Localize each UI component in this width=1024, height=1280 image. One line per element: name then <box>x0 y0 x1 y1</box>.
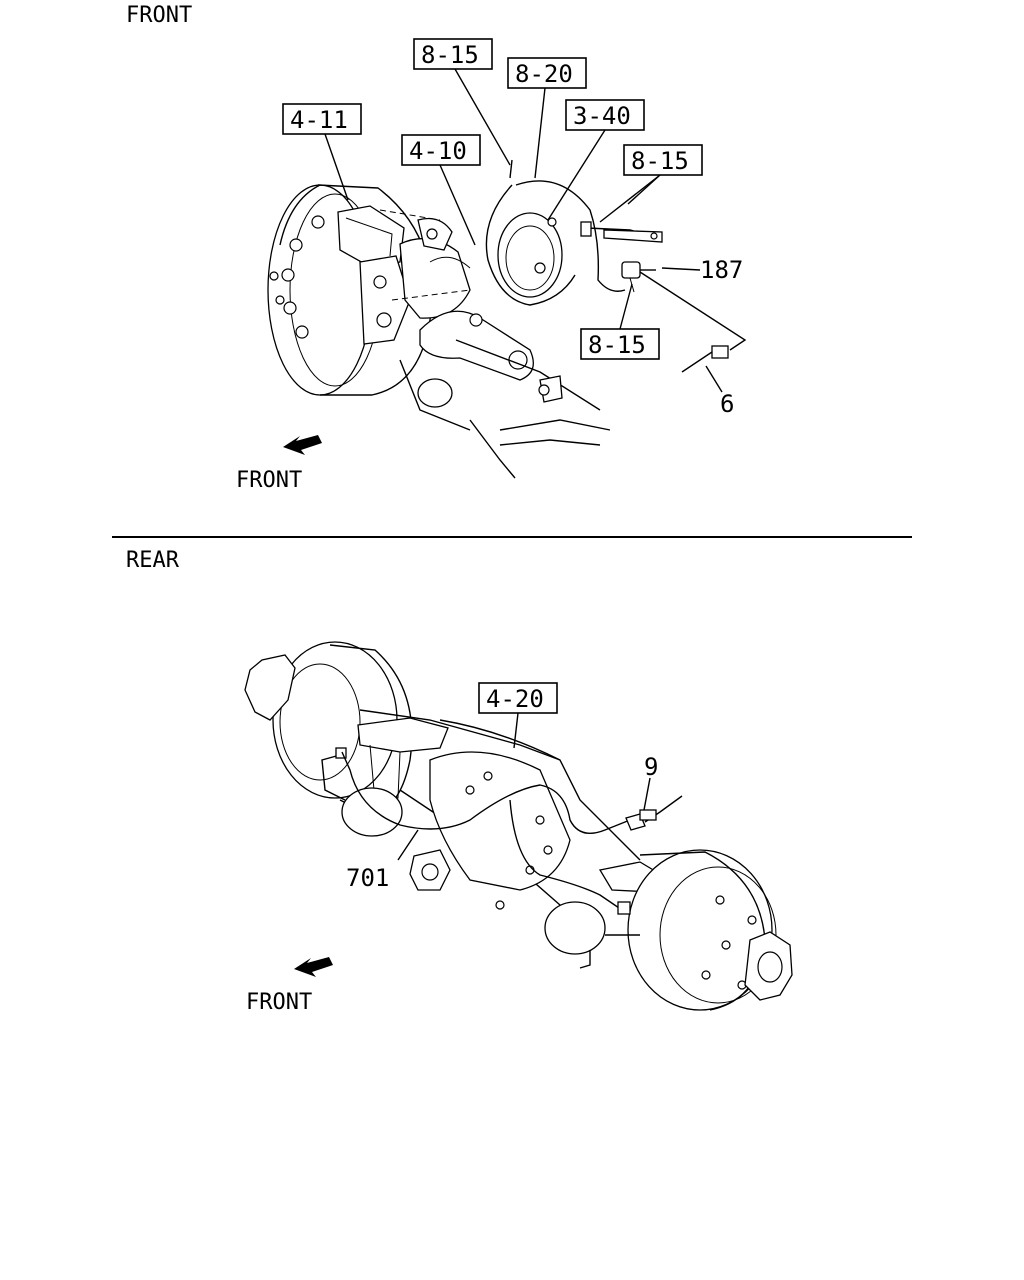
part-number-701: 701 <box>346 864 389 892</box>
ref-label: 4-10 <box>409 137 467 165</box>
part-number-9: 9 <box>644 753 658 781</box>
ref-label: 4-11 <box>290 106 348 134</box>
front-leader-lines <box>324 68 747 393</box>
ref-box-8-20[interactable]: 8-20 <box>507 57 587 89</box>
rear-section-title: REAR <box>126 548 180 573</box>
part-number-6: 6 <box>720 390 734 418</box>
front-brake-drawing <box>267 159 729 479</box>
rear-section: REAR <box>126 548 793 1015</box>
part-number-187: 187 <box>700 256 743 284</box>
rear-direction-label: FRONT <box>246 990 312 1015</box>
ref-box-8-15-bottom[interactable]: 8-15 <box>580 328 660 360</box>
ref-label: 3-40 <box>573 102 631 130</box>
rear-axle-drawing <box>244 641 793 1011</box>
ref-box-4-10[interactable]: 4-10 <box>401 134 481 166</box>
ref-label: 8-15 <box>588 331 646 359</box>
rear-direction-arrow-icon <box>294 957 333 977</box>
ref-box-4-20[interactable]: 4-20 <box>478 682 558 714</box>
ref-box-3-40[interactable]: 3-40 <box>565 99 645 131</box>
ref-label: 4-20 <box>486 685 544 713</box>
ref-box-4-11[interactable]: 4-11 <box>282 103 362 135</box>
ref-box-8-15-top[interactable]: 8-15 <box>413 38 493 70</box>
front-direction-label: FRONT <box>236 468 302 493</box>
ref-label: 8-15 <box>631 147 689 175</box>
ref-label: 8-20 <box>515 60 573 88</box>
ref-box-8-15-right[interactable]: 8-15 <box>623 144 703 176</box>
rear-leader-lines <box>397 712 651 861</box>
front-section: FRONT <box>126 3 747 493</box>
front-direction-arrow-icon <box>283 435 322 455</box>
front-section-title: FRONT <box>126 3 192 28</box>
ref-label: 8-15 <box>421 41 479 69</box>
